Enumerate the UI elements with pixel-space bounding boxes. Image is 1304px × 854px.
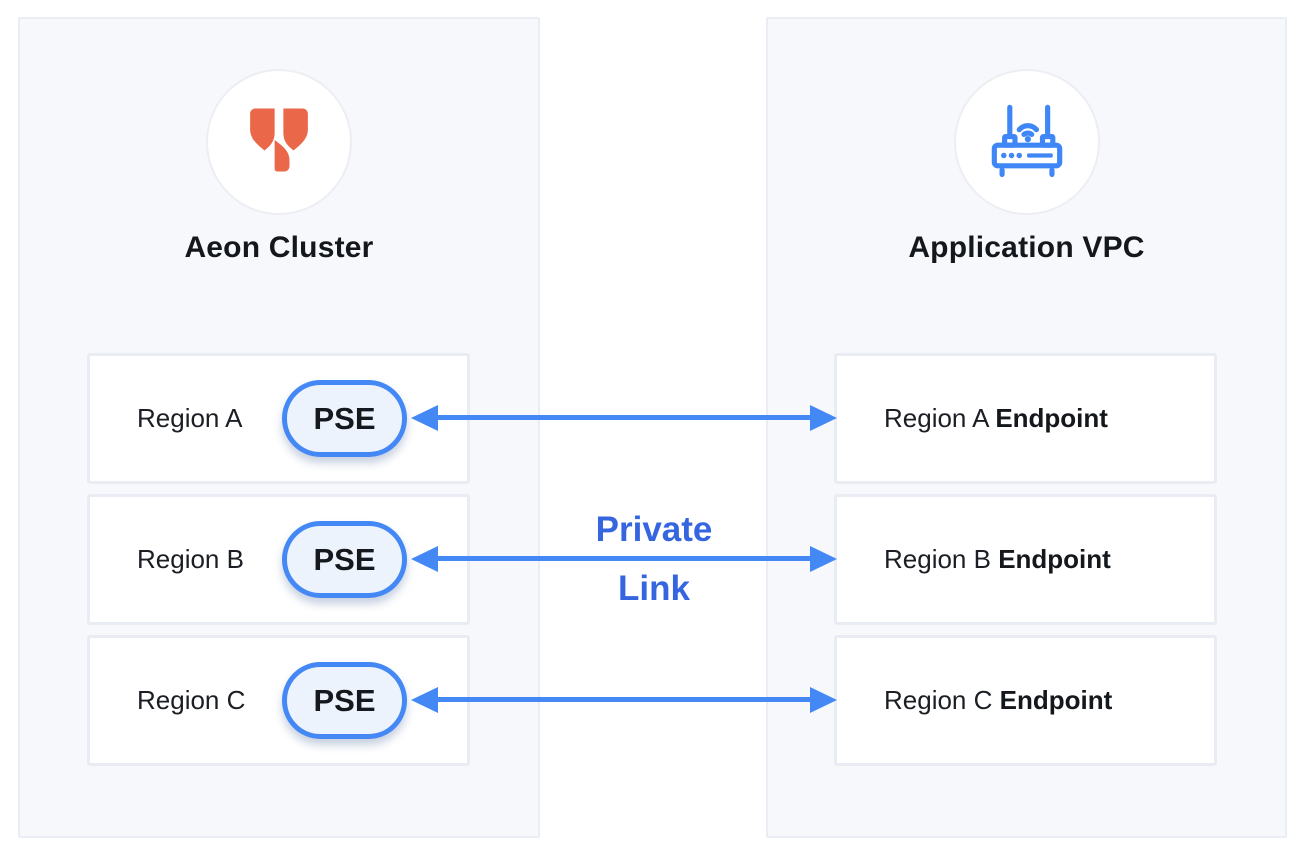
region-b-pse-row: Region B PSE <box>87 494 470 625</box>
aeon-cluster-title: Aeon Cluster <box>184 231 374 264</box>
region-c-pse-row: Region C PSE <box>87 635 470 766</box>
arrow-right-head-icon <box>810 405 837 431</box>
private-link-arrow-region-a <box>411 405 837 431</box>
region-b-pse-badge: PSE <box>282 521 407 598</box>
region-c-pse-badge: PSE <box>282 662 407 739</box>
region-b-label: Region B <box>137 544 244 574</box>
aeon-cluster-panel: Aeon Cluster Region A PSE Region B PSE R… <box>18 17 540 838</box>
region-b-endpoint-bold: Endpoint <box>998 544 1111 574</box>
private-link-label-line1: Private <box>595 510 713 549</box>
region-a-pse-row: Region A PSE <box>87 353 470 484</box>
private-link-arrow-region-b <box>411 546 837 572</box>
aeon-logo-avatar <box>206 69 352 215</box>
private-link-label-line2: Link <box>618 569 690 608</box>
region-b-endpoint-label: Region B Endpoint <box>837 544 1111 575</box>
arrow-line <box>427 415 821 420</box>
region-b-endpoint-prefix: Region B <box>884 544 999 574</box>
router-avatar <box>953 69 1100 215</box>
region-c-label: Region C <box>137 685 246 715</box>
private-link-arrow-region-c <box>411 687 837 713</box>
region-a-endpoint-prefix: Region A <box>884 403 996 433</box>
arrow-right-head-icon <box>810 687 837 713</box>
region-b-endpoint-row: Region B Endpoint <box>834 494 1217 625</box>
region-c-endpoint-label: Region C Endpoint <box>837 685 1112 716</box>
region-a-endpoint-bold: Endpoint <box>995 403 1108 433</box>
arrow-right-head-icon <box>810 546 837 572</box>
region-c-endpoint-bold: Endpoint <box>999 685 1113 715</box>
arrow-line <box>427 556 821 561</box>
arrow-line <box>427 697 821 702</box>
application-vpc-title: Application VPC <box>908 231 1145 264</box>
application-vpc-panel: Application VPC Region A Endpoint Region… <box>766 17 1287 838</box>
region-c-endpoint-row: Region C Endpoint <box>834 635 1217 766</box>
router-icon <box>984 97 1070 188</box>
region-a-endpoint-row: Region A Endpoint <box>834 353 1217 484</box>
region-a-endpoint-label: Region A Endpoint <box>837 403 1108 434</box>
region-a-pse-badge: PSE <box>282 380 407 457</box>
region-a-label: Region A <box>137 403 243 433</box>
aeon-logo-icon <box>237 98 321 187</box>
region-c-endpoint-prefix: Region C <box>884 685 1000 715</box>
